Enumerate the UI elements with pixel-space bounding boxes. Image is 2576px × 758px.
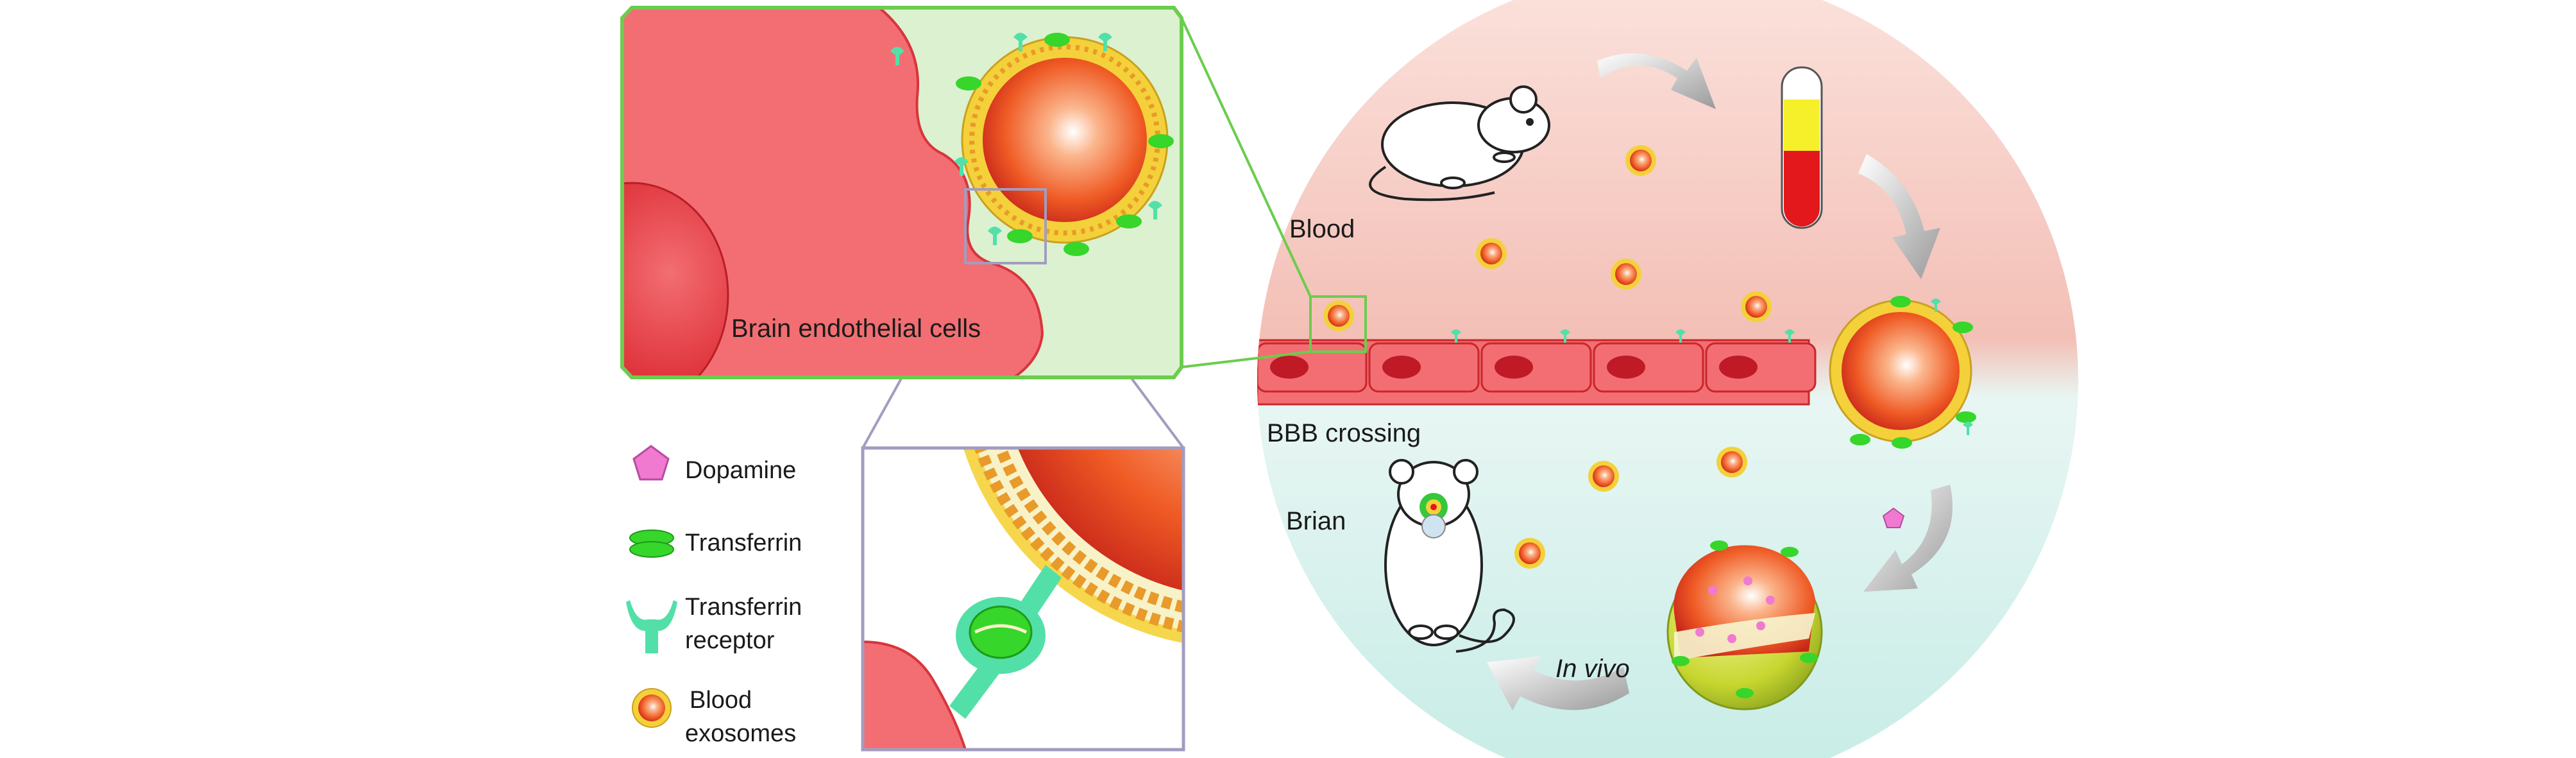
bbb-crossing-label: BBB crossing <box>1267 419 1421 447</box>
legend-transferrin-label: Transferrin <box>685 530 802 556</box>
exosome <box>1588 461 1619 492</box>
legend-receptor-label-1: Transferrin <box>685 594 802 621</box>
legend-item-transferrin: Transferrin <box>629 530 802 558</box>
blood-tube-icon <box>1781 66 1823 229</box>
brain-label: Brian <box>1286 507 1346 535</box>
exosome <box>1625 145 1656 176</box>
in-vivo-label: In vivo <box>1555 655 1630 683</box>
exosome <box>1323 300 1354 331</box>
blood-exosome-icon <box>632 688 672 728</box>
highlight-box <box>1309 295 1367 353</box>
exosome <box>1476 238 1507 269</box>
legend: Dopamine Transferrin Transferrin recepto… <box>626 445 802 747</box>
large-exosome <box>1829 296 1976 449</box>
dopamine-loaded-exosome <box>1666 540 1823 711</box>
legend-item-exosome: Blood exosomes <box>632 687 796 747</box>
overview-circle: Blood BBB crossing Brian In vivo <box>1257 0 2078 758</box>
transferrin-receptor-icon <box>626 600 677 653</box>
mouse-icon <box>1369 85 1550 202</box>
endothelial-cell-row <box>1257 339 1817 406</box>
exosome <box>1611 259 1641 289</box>
legend-receptor-label-2: receptor <box>685 627 775 654</box>
exosome <box>1741 291 1772 322</box>
transferrin-group <box>956 33 1174 256</box>
brain-endothelial-cells-label: Brain endothelial cells <box>731 314 981 343</box>
legend-item-receptor: Transferrin receptor <box>626 594 802 654</box>
zoom-connectors <box>1180 17 1312 368</box>
exosome <box>1716 447 1747 478</box>
exosome <box>1514 538 1545 569</box>
binding-detail-panel <box>861 446 1185 752</box>
blood-label: Blood <box>1289 215 1355 243</box>
transferrin-icon <box>629 530 674 558</box>
blood-exosomes <box>1323 145 1772 569</box>
legend-item-dopamine: Dopamine <box>632 445 796 484</box>
legend-exosome-label-2: exosomes <box>685 720 796 747</box>
receptor-group <box>890 33 1162 245</box>
dopamine-pentagon-icon <box>632 445 670 481</box>
cell-nucleus <box>622 182 729 377</box>
vessel-receptors <box>1451 329 1795 343</box>
inset-zoom-box <box>964 188 1047 264</box>
endothelial-inset: Brain endothelial cells <box>620 6 1183 379</box>
dopamine-icon <box>1882 507 1905 528</box>
legend-exosome-label-1: Blood <box>690 687 752 714</box>
process-arrows <box>1487 53 1953 711</box>
mouse-top-view-icon <box>1384 459 1515 653</box>
legend-dopamine-label: Dopamine <box>685 457 796 484</box>
